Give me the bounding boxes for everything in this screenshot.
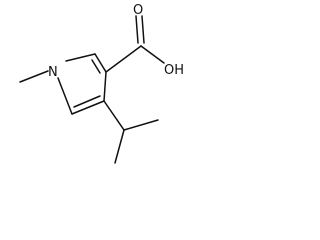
bond-c3-c4 xyxy=(103,71,107,102)
bond-carboxyl-c-o-double-2 xyxy=(141,15,145,44)
bond-ring-to-carboxyl xyxy=(105,45,142,73)
bond-n-methyl xyxy=(19,70,49,83)
bond-c5-n1 xyxy=(57,77,73,115)
bond-n1-c2 xyxy=(65,53,96,62)
atom-label-oxygen: O xyxy=(133,3,143,18)
atom-labels: O OH N xyxy=(48,3,184,80)
atom-label-hydroxyl: OH xyxy=(164,63,184,78)
bond-c2-c3-inner xyxy=(91,59,101,74)
bond-group xyxy=(19,15,165,164)
bond-carboxyl-c-o-double-1 xyxy=(135,15,139,44)
atom-label-nitrogen: N xyxy=(48,65,58,80)
bond-c4-isopropyl xyxy=(103,100,125,131)
bond-isopropyl-methyl-right xyxy=(123,119,159,131)
chemical-structure-diagram: O OH N xyxy=(19,3,184,164)
bond-c4-c5 xyxy=(71,100,105,115)
bond-isopropyl-methyl-down xyxy=(114,129,125,164)
bond-c4-c5-inner xyxy=(73,95,101,108)
bond-c2-c3 xyxy=(94,53,107,73)
structure-canvas: O OH N xyxy=(0,0,194,178)
bond-carboxyl-c-oh xyxy=(140,45,165,64)
